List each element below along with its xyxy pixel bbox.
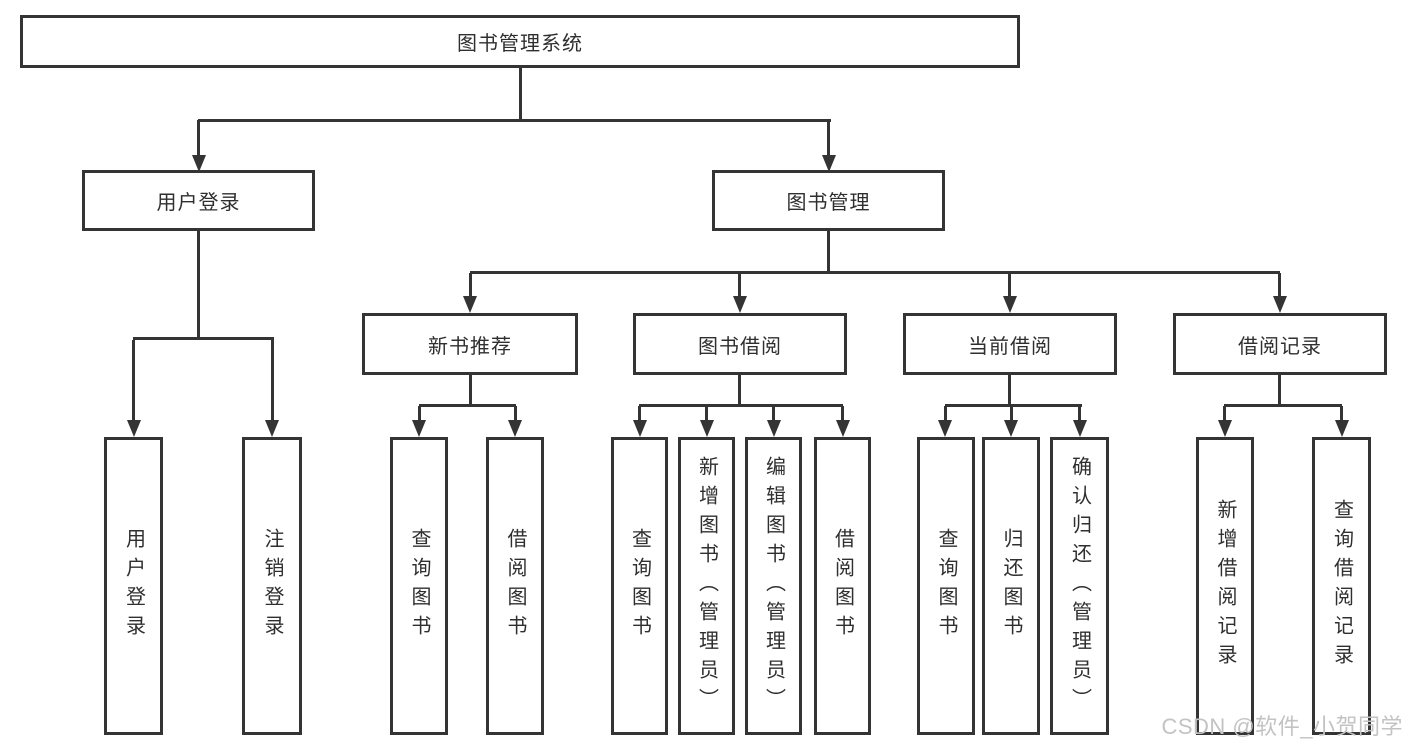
connector-line	[271, 340, 274, 421]
connector-line	[197, 120, 200, 156]
leaf-label: 归还图书	[1000, 528, 1022, 644]
leaf-label: 查询图书	[408, 528, 430, 644]
leaf-query-books-current: 查询图书	[917, 437, 975, 735]
leaf-label: 查询图书	[628, 528, 651, 644]
leaf-label: 借阅图书	[831, 528, 854, 644]
connector-line	[469, 375, 472, 406]
connector-line	[841, 406, 844, 421]
connector-line	[197, 231, 200, 338]
connector-line	[944, 406, 947, 421]
connector-line	[514, 406, 517, 421]
arrow-down-icon	[192, 155, 206, 172]
connector-line	[1224, 404, 1342, 407]
connector-line	[1223, 406, 1226, 421]
leaf-label: 查询借阅记录	[1330, 499, 1353, 673]
arrow-down-icon	[265, 420, 279, 437]
connector-line	[133, 337, 274, 340]
arrow-down-icon	[463, 296, 477, 313]
arrow-down-icon	[767, 420, 781, 437]
arrow-down-icon	[1218, 420, 1232, 437]
arrow-down-icon	[700, 420, 714, 437]
leaf-label: 借阅图书	[504, 528, 526, 644]
connector-line	[945, 404, 1082, 407]
connector-line	[705, 406, 708, 421]
arrow-down-icon	[508, 420, 522, 437]
arrow-down-icon	[1335, 420, 1349, 437]
connector-line	[638, 406, 641, 421]
connector-line	[1008, 375, 1011, 406]
connector-line	[1340, 406, 1343, 421]
leaf-query-books-recommend: 查询图书	[390, 437, 448, 735]
node-current-borrow: 当前借阅	[903, 313, 1117, 375]
leaf-query-borrow-record: 查询借阅记录	[1312, 437, 1371, 735]
node-book-borrow: 图书借阅	[633, 313, 847, 375]
arrow-down-icon	[412, 420, 426, 437]
leaf-query-books-borrow: 查询图书	[611, 437, 668, 735]
arrow-down-icon	[633, 420, 647, 437]
connector-line	[1078, 406, 1081, 421]
connector-line	[470, 271, 1280, 274]
connector-line	[418, 406, 421, 421]
connector-line	[1010, 406, 1013, 421]
arrow-down-icon	[127, 420, 141, 437]
arrow-down-icon	[822, 155, 836, 172]
leaf-confirm-return-admin: 确认归还（管理员）	[1050, 437, 1109, 735]
connector-line	[1278, 375, 1281, 406]
arrow-down-icon	[1073, 420, 1087, 437]
arrow-down-icon	[733, 296, 747, 313]
connector-line	[132, 340, 135, 421]
connector-line	[1008, 273, 1011, 297]
node-book-management: 图书管理	[712, 170, 945, 231]
connector-line	[1278, 273, 1281, 297]
csdn-watermark: CSDN @软件_小贺同学	[1161, 714, 1403, 739]
connector-line	[827, 231, 830, 272]
connector-line	[772, 406, 775, 421]
leaf-label: 查询图书	[935, 528, 957, 644]
arrow-down-icon	[1273, 296, 1287, 313]
leaf-add-books-admin: 新增图书（管理员）	[678, 437, 735, 735]
connector-line	[827, 120, 830, 156]
leaf-label: 新增借阅记录	[1214, 499, 1236, 673]
connector-line	[738, 375, 741, 406]
leaf-label: 确认归还（管理员）	[1068, 455, 1091, 717]
arrow-down-icon	[938, 420, 952, 437]
leaf-add-borrow-record: 新增借阅记录	[1196, 437, 1254, 735]
leaf-borrow-books: 借阅图书	[814, 437, 871, 735]
leaf-logout: 注销登录	[242, 437, 302, 735]
connector-line	[198, 119, 831, 122]
arrow-down-icon	[836, 420, 850, 437]
leaf-label: 新增图书（管理员）	[695, 455, 718, 717]
leaf-user-login: 用户登录	[104, 437, 163, 735]
leaf-edit-books-admin: 编辑图书（管理员）	[745, 437, 802, 735]
connector-line	[738, 273, 741, 297]
connector-line	[639, 404, 843, 407]
leaf-label: 注销登录	[261, 528, 283, 644]
node-system-root: 图书管理系统	[20, 15, 1020, 68]
connector-line	[469, 273, 472, 297]
arrow-down-icon	[1004, 420, 1018, 437]
leaf-label: 用户登录	[122, 528, 145, 644]
leaf-borrow-books-recommend: 借阅图书	[486, 437, 544, 735]
node-borrow-records: 借阅记录	[1173, 313, 1387, 375]
connector-line	[519, 68, 522, 120]
connector-line	[419, 404, 516, 407]
leaf-return-books: 归还图书	[982, 437, 1040, 735]
node-new-book-recommend: 新书推荐	[362, 313, 578, 375]
leaf-label: 编辑图书（管理员）	[762, 455, 785, 717]
arrow-down-icon	[1003, 296, 1017, 313]
node-user-login: 用户登录	[82, 170, 315, 231]
